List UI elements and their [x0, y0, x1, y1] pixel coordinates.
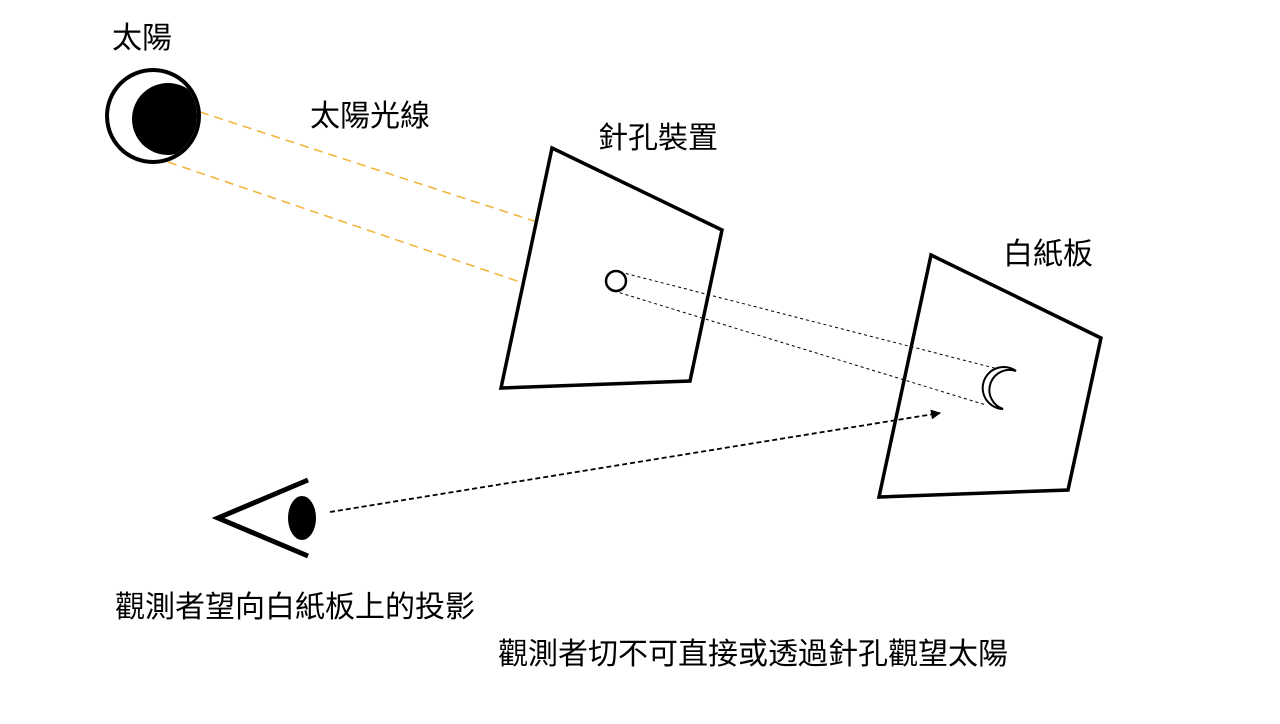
safety-warning-text: 觀測者切不可直接或透過針孔觀望太陽	[498, 637, 1008, 672]
crescent-projection-icon	[981, 366, 1017, 410]
eye-icon	[211, 477, 316, 559]
pinhole-device-label: 針孔裝置	[598, 121, 718, 156]
line-of-sight-arrow	[329, 409, 941, 513]
pinhole-device-panel	[498, 145, 724, 390]
sun-rays-label: 太陽光線	[310, 99, 430, 134]
sun-label: 太陽	[112, 21, 172, 56]
observer-instruction-text: 觀測者望向白紙板上的投影	[115, 590, 475, 625]
white-board-label: 白紙板	[1003, 237, 1093, 272]
projection-ray-lower	[613, 290, 987, 406]
partially-eclipsed-sun-icon	[105, 68, 201, 164]
sun-ray-lower	[167, 161, 521, 283]
pinhole	[604, 269, 628, 293]
